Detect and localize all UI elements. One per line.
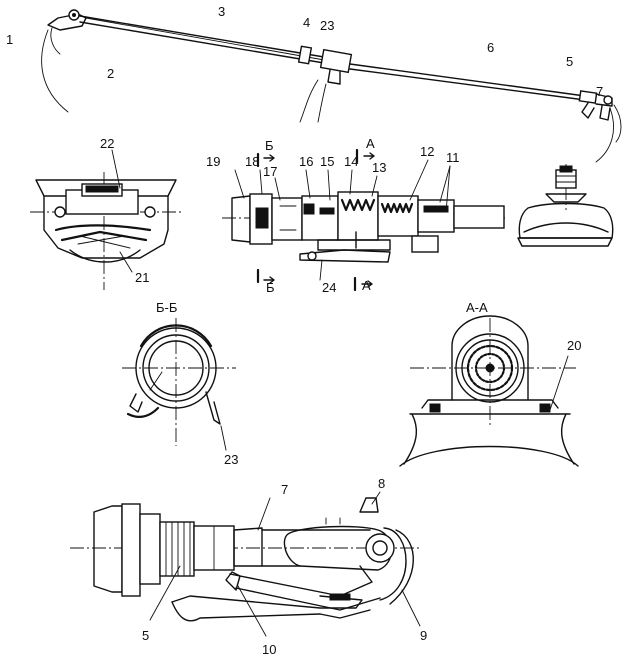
label-13: 13 (372, 160, 386, 175)
label-5-top: 5 (566, 54, 573, 69)
label-15: 15 (320, 154, 334, 169)
label-7-top: 7 (596, 84, 603, 99)
label-20: 20 (567, 338, 581, 353)
right-end-view (517, 164, 614, 247)
label-23-section: 23 (224, 452, 238, 467)
label-22: 22 (100, 136, 114, 151)
label-2: 2 (107, 66, 114, 81)
rod-assembly-overview (41, 9, 622, 163)
section-mark-a-top: А (366, 136, 375, 151)
center-longitudinal-section (222, 148, 508, 292)
label-8: 8 (378, 476, 385, 491)
label-23-top: 23 (320, 18, 334, 33)
label-7-detail: 7 (281, 482, 288, 497)
bottom-detail-view (70, 491, 421, 637)
label-19: 19 (206, 154, 220, 169)
label-17: 17 (263, 164, 277, 179)
left-end-view (30, 149, 182, 290)
label-16: 16 (299, 154, 313, 169)
label-4: 4 (303, 15, 310, 30)
label-14: 14 (344, 154, 358, 169)
label-10: 10 (262, 642, 276, 657)
label-1: 1 (6, 32, 13, 47)
labels: 1 2 3 4 23 6 5 7 22 21 19 18 17 16 15 14… (6, 4, 603, 657)
label-5-detail: 5 (142, 628, 149, 643)
label-18: 18 (245, 154, 259, 169)
section-mark-b-top: Б (265, 138, 274, 153)
label-12: 12 (420, 144, 434, 159)
section-b-b (122, 318, 236, 451)
label-21: 21 (135, 270, 149, 285)
label-24: 24 (322, 280, 336, 295)
section-mark-b-bottom: Б (266, 280, 275, 295)
section-title-a-a: А-А (466, 300, 488, 315)
label-6: 6 (487, 40, 494, 55)
section-mark-a-bottom: А (362, 278, 371, 293)
label-9: 9 (420, 628, 427, 643)
section-a-a (399, 315, 579, 467)
label-3: 3 (218, 4, 225, 19)
label-11: 11 (446, 150, 460, 165)
section-title-b-b: Б-Б (156, 300, 177, 315)
